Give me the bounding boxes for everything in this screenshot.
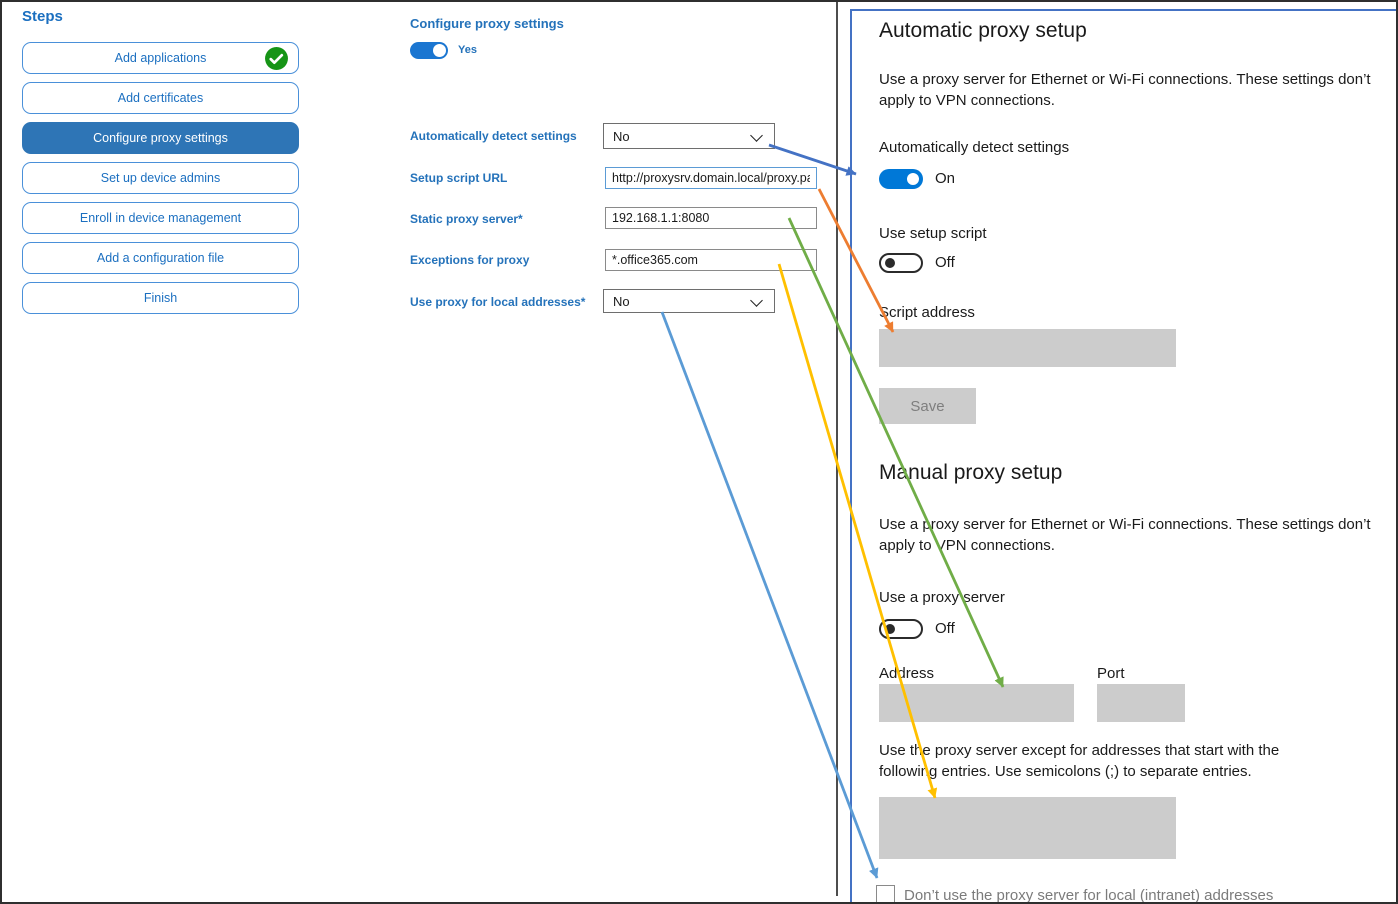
toggle-knob (885, 258, 895, 268)
static-proxy-server-input[interactable] (605, 207, 817, 229)
vertical-divider (836, 0, 838, 896)
exceptions-description: Use the proxy server except for addresse… (879, 742, 1280, 780)
step-configure-proxy-settings[interactable]: Configure proxy settings (22, 122, 299, 154)
toggle-knob (885, 624, 895, 634)
field-label-setup-script-url: Setup script URL (410, 171, 508, 185)
step-label: Add applications (114, 51, 207, 65)
automatic-proxy-heading: Automatic proxy setup (879, 19, 1087, 42)
address-input[interactable] (879, 684, 1074, 722)
address-label: Address (879, 665, 935, 682)
manual-proxy-heading: Manual proxy setup (879, 461, 1063, 484)
chevron-down-icon (750, 294, 763, 307)
exceptions-for-proxy-input[interactable] (605, 249, 817, 271)
local-addresses-arrow (660, 311, 879, 879)
configure-proxy-toggle[interactable] (410, 42, 448, 59)
use-proxy-server-toggle[interactable] (879, 619, 923, 639)
step-label: Add a configuration file (96, 251, 225, 265)
use-setup-script-state: Off (935, 254, 955, 271)
use-setup-script-toggle[interactable] (879, 253, 923, 273)
setup-script-url-input[interactable] (605, 167, 817, 189)
step-label: Set up device admins (100, 171, 221, 185)
manual-proxy-description: Use a proxy server for Ethernet or Wi-Fi… (879, 516, 1371, 554)
field-label-static-proxy-server: Static proxy server* (410, 212, 523, 226)
field-label-detect-settings: Automatically detect settings (410, 129, 577, 143)
step-enroll-device-management[interactable]: Enroll in device management (22, 202, 299, 234)
toggle-knob (907, 173, 919, 185)
local-intranet-checkbox-label: Don’t use the proxy server for local (in… (904, 887, 1274, 904)
step-label: Configure proxy settings (93, 131, 228, 145)
field-label-exceptions: Exceptions for proxy (410, 253, 530, 267)
local-intranet-checkbox[interactable] (876, 885, 895, 904)
field-label-use-proxy-local: Use proxy for local addresses* (410, 295, 586, 309)
select-value: No (613, 129, 630, 144)
windows-proxy-settings-panel: Automatic proxy setup Use a proxy server… (850, 9, 1398, 904)
form-title: Configure proxy settings (410, 16, 564, 31)
step-add-applications[interactable]: Add applications (22, 42, 299, 74)
script-address-input[interactable] (879, 329, 1176, 367)
select-value: No (613, 294, 630, 309)
configure-proxy-toggle-state: Yes (458, 44, 477, 56)
port-label: Port (1097, 665, 1125, 682)
use-proxy-server-state: Off (935, 620, 955, 637)
port-input[interactable] (1097, 684, 1185, 722)
automatically-detect-settings-select[interactable]: No (603, 123, 775, 149)
proxy-exceptions-textarea[interactable] (879, 797, 1176, 859)
script-address-label: Script address (879, 304, 975, 321)
step-label: Enroll in device management (79, 211, 242, 225)
detect-settings-label: Automatically detect settings (879, 139, 1070, 156)
automatic-proxy-description: Use a proxy server for Ethernet or Wi-Fi… (879, 71, 1371, 109)
step-label: Finish (143, 291, 178, 305)
steps-title: Steps (22, 8, 63, 25)
detect-settings-toggle[interactable] (879, 169, 923, 189)
step-set-up-device-admins[interactable]: Set up device admins (22, 162, 299, 194)
use-proxy-local-addresses-select[interactable]: No (603, 289, 775, 313)
use-proxy-server-label: Use a proxy server (879, 589, 1005, 606)
step-finish[interactable]: Finish (22, 282, 299, 314)
chevron-down-icon (750, 129, 763, 142)
step-add-certificates[interactable]: Add certificates (22, 82, 299, 114)
save-button[interactable]: Save (879, 388, 976, 424)
use-setup-script-label: Use setup script (879, 225, 987, 242)
steps-sidebar: Add applications Add certificates Config… (22, 42, 299, 314)
step-label: Add certificates (117, 91, 204, 105)
check-circle-icon (265, 47, 288, 70)
step-add-configuration-file[interactable]: Add a configuration file (22, 242, 299, 274)
toggle-knob (433, 44, 446, 57)
detect-settings-state: On (935, 170, 956, 187)
